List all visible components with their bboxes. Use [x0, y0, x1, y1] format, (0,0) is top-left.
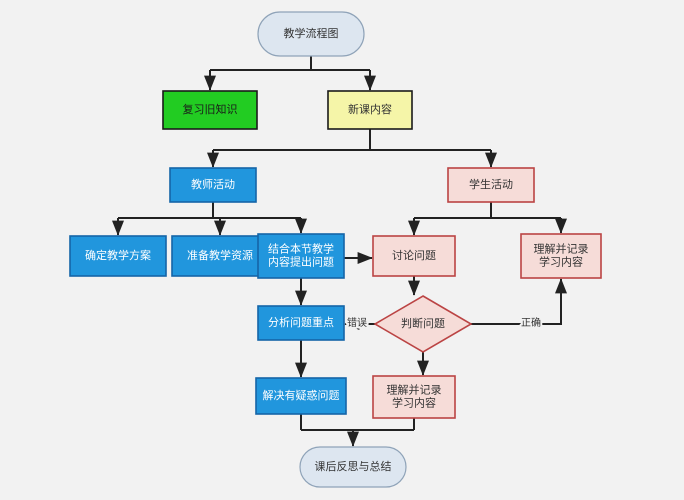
node-analyze[interactable]: 分析问题重点 — [257, 305, 345, 341]
edge-layer — [112, 56, 567, 447]
node-start[interactable]: 教学流程图 — [257, 11, 365, 57]
edge-label-correct: 正确 — [521, 316, 541, 329]
node-plan[interactable]: 确定教学方案 — [69, 235, 167, 277]
node-ask[interactable]: 结合本节教学内容提出问题 — [257, 233, 345, 279]
node-record2[interactable]: 理解并记录学习内容 — [372, 375, 456, 419]
edge-label-layer: 错误错误正确正确 — [345, 314, 543, 331]
node-layer: 教学流程图复习旧知识 新课内容教师活动 学生活动确定教学方案准备教学资源结合本节教学… — [69, 11, 602, 488]
edge-judge-record1-correct — [471, 278, 567, 325]
edge-label-halo-wrong: 错误 — [347, 316, 367, 329]
node-reflect[interactable]: 课后反思与总结 — [299, 446, 407, 488]
node-discuss[interactable]: 讨论问题 — [372, 235, 456, 277]
edge-label-wrong: 错误 — [347, 316, 367, 329]
node-newlesson[interactable]: 新课内容 — [327, 90, 413, 130]
node-solve[interactable]: 解决有疑惑问题 — [255, 377, 347, 415]
node-record1[interactable]: 理解并记录学习内容 — [520, 233, 602, 279]
node-teacher[interactable]: 教师活动 — [169, 167, 257, 203]
edge-newlesson-split — [213, 129, 491, 151]
edge-student-split — [414, 202, 561, 219]
edge-merge-reflect — [300, 414, 415, 431]
node-judge[interactable]: 判断问题 — [373, 295, 473, 353]
edge-start-split — [210, 56, 370, 71]
node-student[interactable]: 学生活动 — [447, 167, 535, 203]
node-resource[interactable]: 准备教学资源 — [171, 235, 269, 277]
edge-label-halo-correct: 正确 — [521, 316, 541, 329]
node-review[interactable]: 复习旧知识 — [162, 90, 258, 130]
edge-teacher-split — [118, 202, 301, 219]
